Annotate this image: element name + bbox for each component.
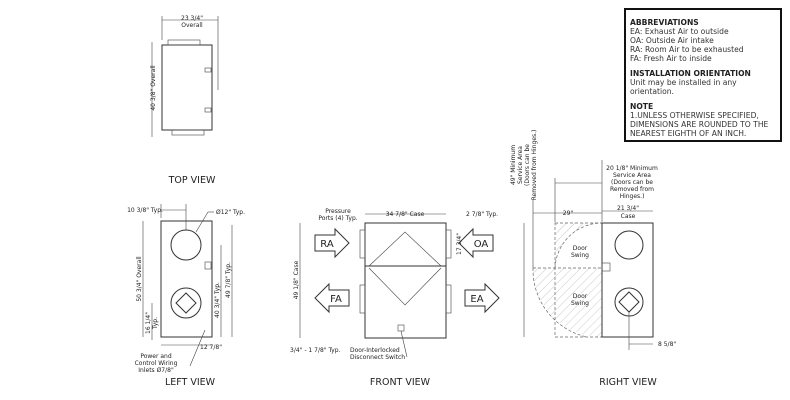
service-v-2: Service Area <box>517 146 524 184</box>
disconnect-switch <box>397 324 405 332</box>
wiring-line-1: Power and <box>140 353 172 360</box>
left-view-label: LEFT VIEW <box>165 377 216 388</box>
top-view-case <box>161 44 213 131</box>
abbrev-oa: OA: Outside Air intake <box>630 36 714 45</box>
service-h-1: 20 1/8" Minimum <box>606 165 658 172</box>
dim-case-height: 49 1/8" Case <box>293 260 300 299</box>
service-h-4: Removed from <box>610 186 654 193</box>
disconnect-line-2: Disconnect Switch <box>350 354 405 361</box>
door-swing-top-2: Swing <box>571 252 589 259</box>
notes-box: ABBREVIATIONS EA: Exhaust Air to outside… <box>624 8 782 142</box>
door-swing-bottom-2: Swing <box>571 300 589 307</box>
dim-bottom-port-sub: Typ. <box>152 317 159 330</box>
left-view-case <box>160 220 213 338</box>
fa-arrow <box>314 282 350 314</box>
top-width-dim: 23 3/4" <box>181 15 203 22</box>
service-h-3: (Doors can be <box>611 179 653 186</box>
fa-label: FA <box>330 294 342 305</box>
dim-bottom-port: 16 1/4" <box>145 312 152 334</box>
diamond-symbol <box>175 292 197 314</box>
ra-arrow <box>314 227 350 259</box>
front-view-case <box>364 222 447 339</box>
ea-arrow <box>464 282 500 314</box>
lower-port <box>170 287 202 319</box>
pressure-ports-2: Ports (4) Typ. <box>318 215 357 222</box>
oa-arrow <box>458 227 494 259</box>
service-v-3: (Doors can be <box>524 144 531 186</box>
dim-top-offset: 10 3/8" Typ. <box>127 207 163 214</box>
top-view: 23 3/4" Overall 40 3/8" Overall TOP VIEW <box>150 15 219 186</box>
ra-label: RA <box>320 239 334 250</box>
dim-height-typ: 49 7/8" Typ. <box>225 262 232 298</box>
abbrev-ea: EA: Exhaust Air to outside <box>630 27 729 36</box>
front-view-label: FRONT VIEW <box>370 377 431 388</box>
installation-title: INSTALLATION ORIENTATION <box>630 69 751 78</box>
note-line-3: NEAREST EIGHTH OF AN INCH. <box>630 129 747 138</box>
dim-case-depth-sub: Case <box>621 213 636 220</box>
dim-port-dia: Ø12" Typ. <box>216 209 245 216</box>
service-v-1: 49" Minimum <box>510 145 517 185</box>
top-collar <box>167 39 201 46</box>
dim-collar: 2 7/8" Typ. <box>466 211 498 218</box>
installation-line-2: orientation. <box>630 87 674 96</box>
upper-port <box>170 229 202 261</box>
disconnect-line-1: Door-Interlocked <box>350 347 400 354</box>
dim-port-height: 17 3/4" <box>456 233 463 255</box>
bottom-collar <box>171 129 205 136</box>
door-swing-top-1: Door <box>573 245 588 252</box>
abbrev-ra: RA: Room Air to be exhausted <box>630 45 744 54</box>
dim-case-width: 34 7/8" Case <box>386 211 425 218</box>
top-view-label: TOP VIEW <box>168 175 216 186</box>
service-h-2: Service Area <box>613 172 651 179</box>
ea-label: EA <box>470 294 483 305</box>
abbrev-fa: FA: Fresh Air to inside <box>630 54 712 63</box>
right-view-case <box>601 222 654 338</box>
pressure-ports-1: Pressure <box>325 208 351 215</box>
note-line-2: DIMENSIONS ARE ROUNDED TO THE <box>630 120 769 129</box>
dim-port-spacing: 40 3/4" Typ. <box>214 282 221 318</box>
dim-swing: 29" <box>563 210 574 217</box>
wiring-line-2: Control Wiring <box>135 360 178 367</box>
left-view: 10 3/8" Typ. Ø12" Typ. 50 3/4" Overall 4… <box>127 204 245 388</box>
service-h-5: Hinges.) <box>620 193 645 200</box>
dim-case-depth: 21 3/4" <box>617 205 639 212</box>
note-title: NOTE <box>630 102 654 111</box>
oa-label: OA <box>474 239 489 250</box>
dim-port-offset: 8 5/8" <box>658 341 676 348</box>
right-view: Door Swing Door Swing 20 1/8" Minimum Se… <box>510 130 676 388</box>
door-swing-bottom-1: Door <box>573 293 588 300</box>
note-line-1: 1.UNLESS OTHERWISE SPECIFIED, <box>630 111 759 120</box>
wiring-line-3: Inlets Ø7/8" <box>138 367 174 374</box>
abbreviations-title: ABBREVIATIONS <box>630 18 699 27</box>
service-v-4: Removed from Hinges.) <box>531 130 538 201</box>
dim-bottom-width: 12 7/8" <box>200 344 222 351</box>
dim-overall: 50 3/4" Overall <box>136 256 143 302</box>
top-width-dim-sub: Overall <box>181 22 203 29</box>
dim-feet: 3/4" - 1 7/8" Typ. <box>290 347 341 354</box>
top-depth-dim: 40 3/8" Overall <box>150 65 157 111</box>
right-view-label: RIGHT VIEW <box>599 377 657 388</box>
installation-line-1: Unit may be installed in any <box>630 78 737 87</box>
front-view: RA FA OA EA 34 7/8" Case 2 7/8" Typ. 49 … <box>290 208 500 388</box>
